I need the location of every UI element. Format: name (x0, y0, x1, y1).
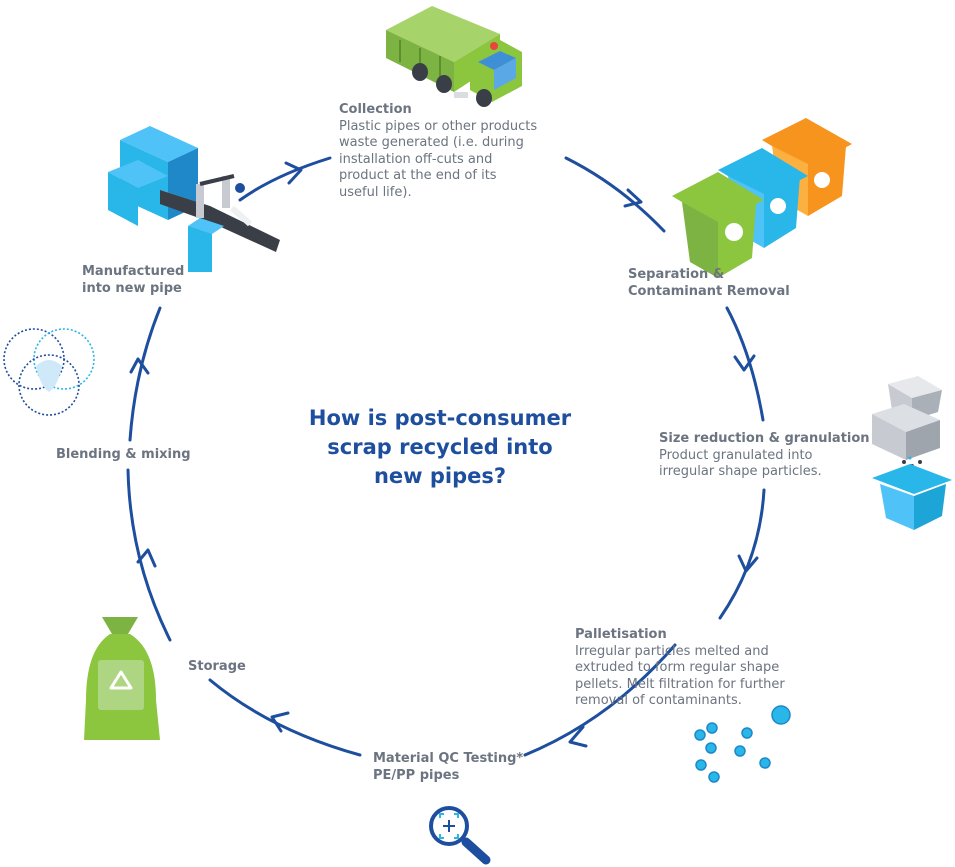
arrowhead-6 (136, 548, 157, 568)
stage-collection: Collection Plastic pipes or other produc… (339, 102, 579, 201)
stage-title: Separation & Contaminant Removal (628, 267, 790, 299)
stage-manufactured: Manufactured into new pipe (82, 264, 212, 297)
arc-qc-to-storage (208, 678, 362, 757)
arrowhead-1 (623, 188, 643, 208)
stage-blending: Blending & mixing (56, 447, 206, 464)
stage-description: Plastic pipes or other products waste ge… (339, 118, 538, 200)
arc-palletisation-to-qc (523, 643, 677, 757)
stage-title: Material QC Testing* PE/PP pipes (373, 751, 524, 783)
diagram-title: How is post-consumer scrap recycled into… (308, 406, 572, 488)
stage-description: Irregular particles melted and extruded … (575, 643, 785, 709)
stage-title: Storage (188, 659, 246, 674)
magnifier-icon (429, 806, 491, 865)
arrowhead-2 (733, 354, 756, 372)
arrowhead-5 (270, 711, 290, 733)
arc-blending-to-manufactured (128, 306, 162, 442)
arc-storage-to-blending (126, 468, 172, 642)
arrowhead-3 (737, 554, 759, 573)
arrowhead-4 (568, 725, 588, 748)
stage-size-reduction: Size reduction & granulation Product gra… (659, 431, 899, 481)
granulator-icon (872, 376, 952, 530)
venn-circles-icon (3, 328, 95, 416)
arc-separation-to-size (725, 306, 765, 422)
stage-title: Size reduction & granulation (659, 431, 870, 446)
arrowhead-7 (129, 357, 150, 375)
garbage-truck-icon (386, 6, 522, 107)
stage-title: Palletisation (575, 627, 667, 642)
pellets-icon (694, 705, 791, 783)
pipe-factory-icon (108, 126, 280, 272)
stage-title: Manufactured into new pipe (82, 264, 185, 296)
arc-size-to-palletisation (718, 488, 766, 620)
stage-description: Product granulated into irregular shape … (659, 447, 822, 480)
stage-storage: Storage (188, 659, 288, 676)
recycle-bag-icon (84, 617, 160, 740)
arc-manufactured-to-collection (238, 156, 332, 202)
stage-separation: Separation & Contaminant Removal (628, 267, 828, 300)
stage-qc-testing: Material QC Testing* PE/PP pipes (373, 751, 553, 784)
arrowheads (129, 161, 759, 748)
stage-title: Collection (339, 102, 412, 117)
stage-title: Blending & mixing (56, 447, 191, 462)
arrowhead-8 (284, 161, 303, 185)
stage-palletisation: Palletisation Irregular particles melted… (575, 627, 815, 710)
arc-collection-to-separation (564, 156, 666, 233)
recycling-bins-icon (672, 118, 852, 278)
